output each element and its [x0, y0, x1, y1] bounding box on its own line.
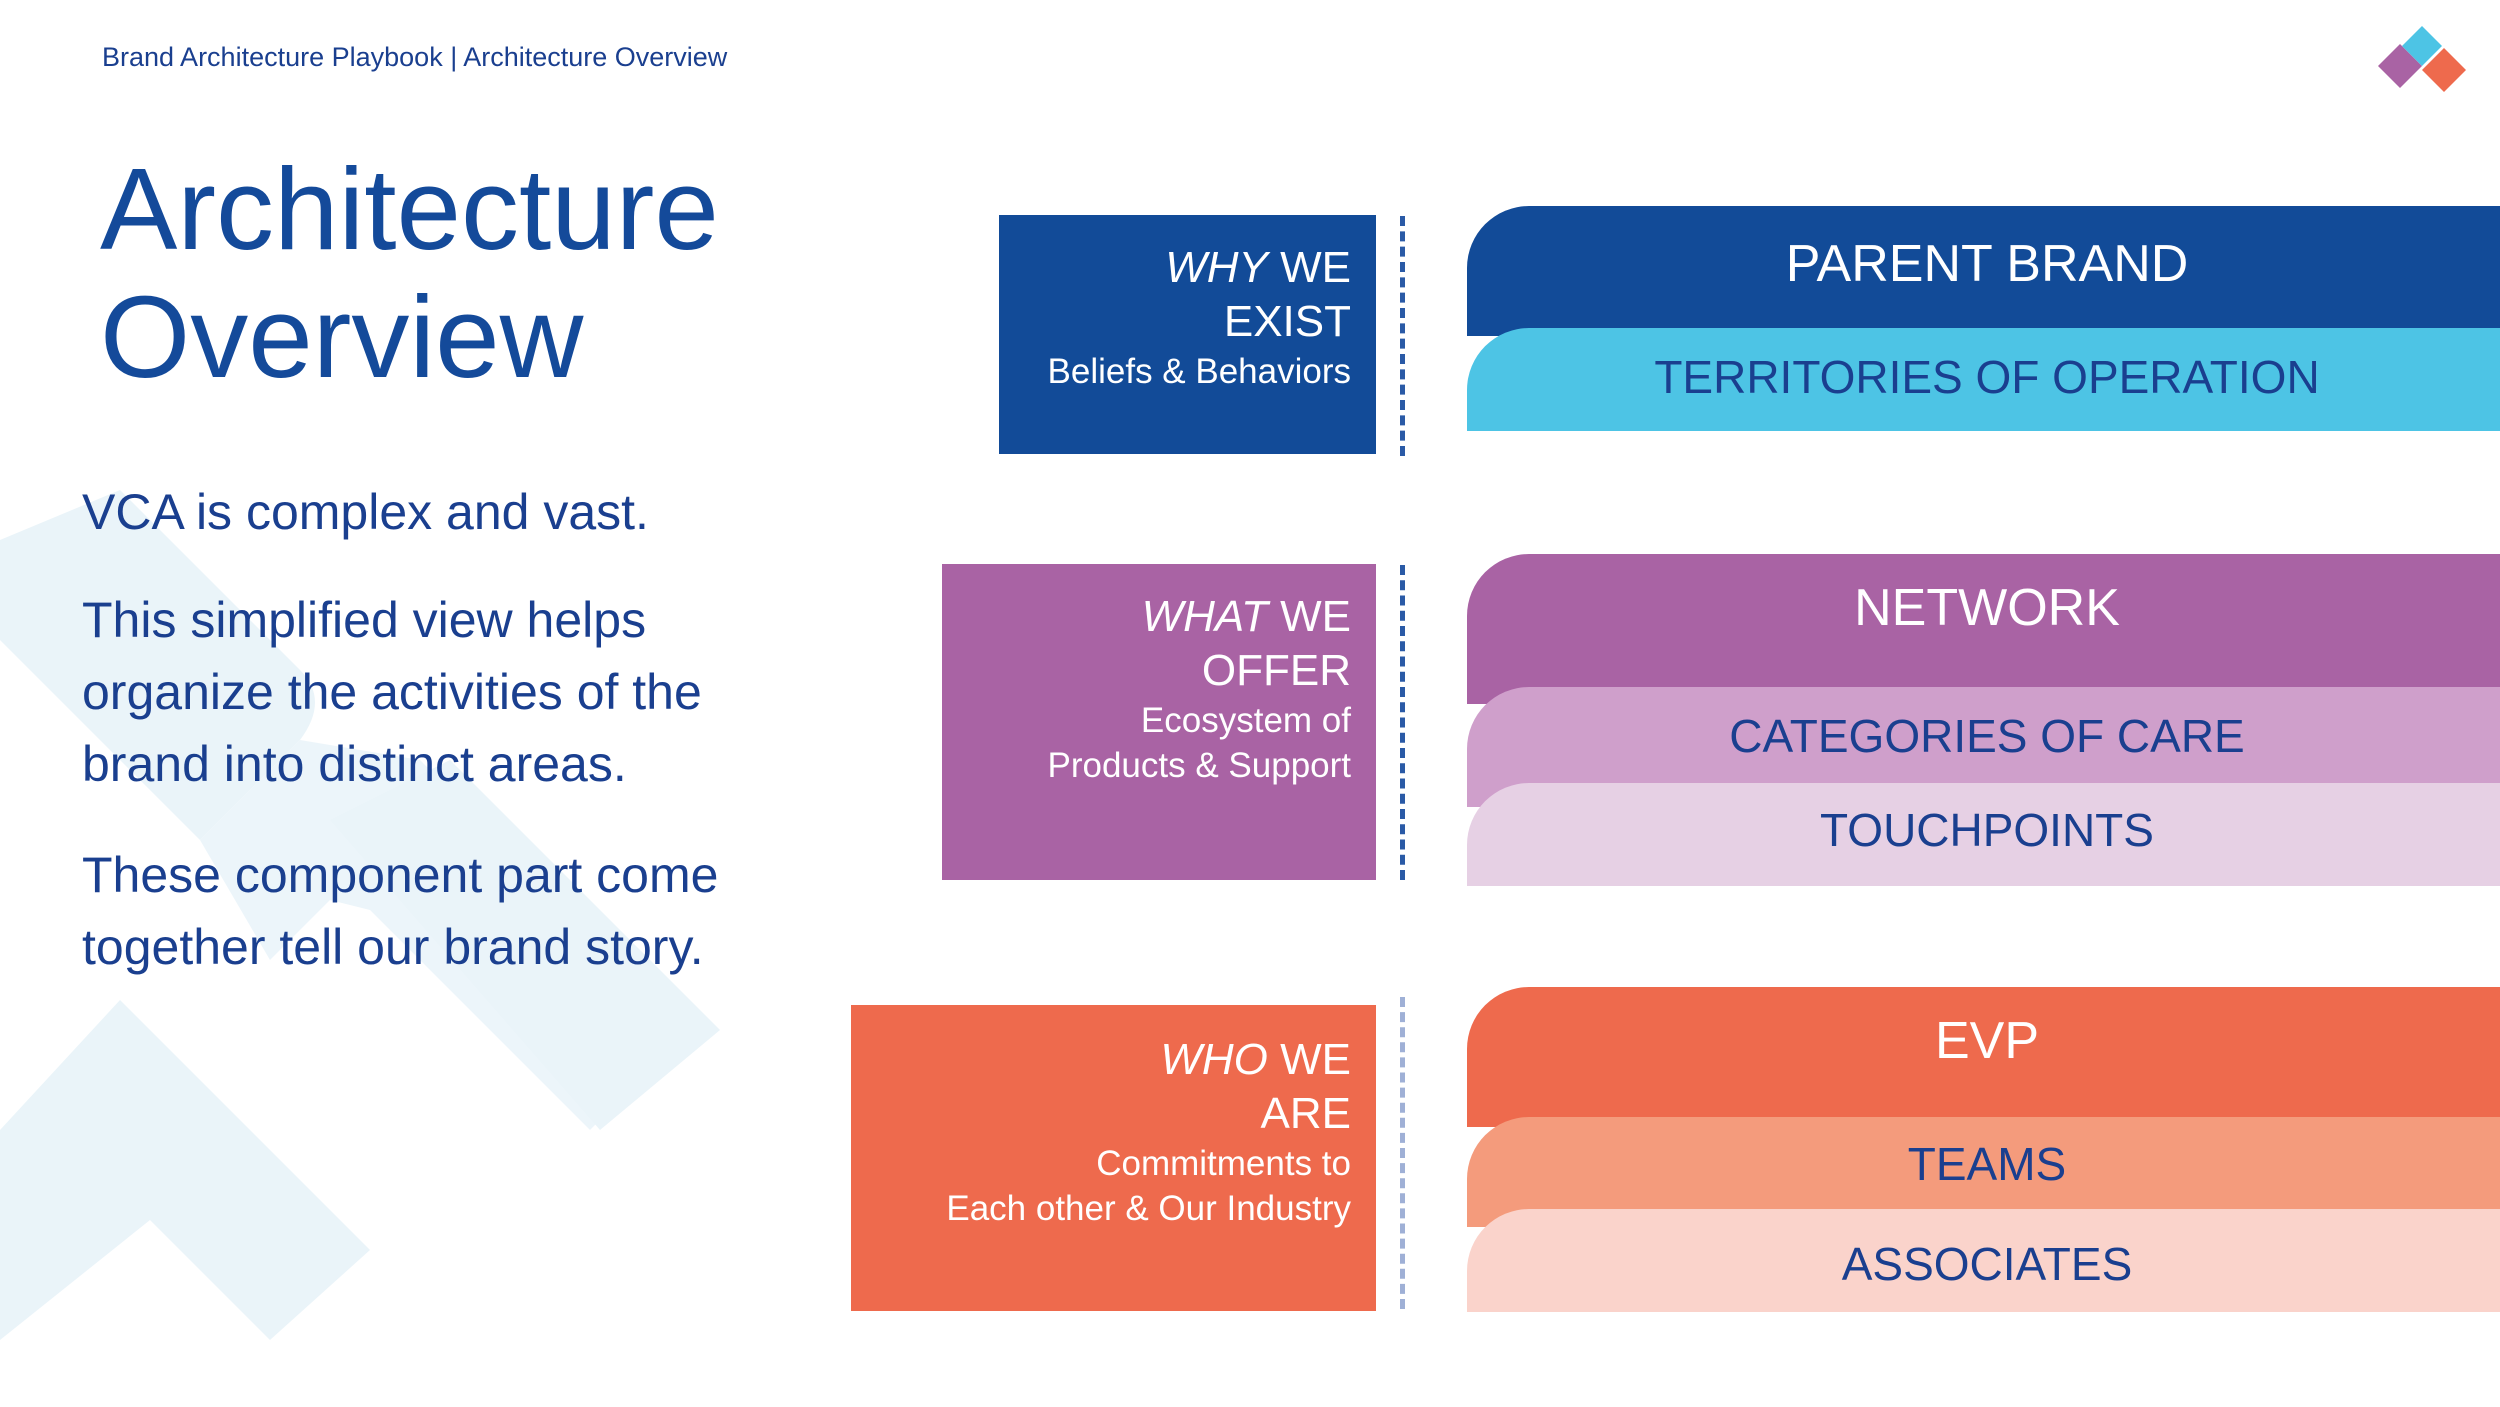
bar-network: NETWORK	[1467, 554, 2500, 704]
why-subtext: Beliefs & Behaviors	[1047, 352, 1351, 391]
what-subtext: Products & Support	[1047, 746, 1352, 785]
page-title-line1: Architecture	[100, 144, 719, 274]
who-subtext: Commitments to	[1096, 1144, 1351, 1183]
what-heading: WHAT WE	[1141, 592, 1351, 641]
body-line: VCA is complex and vast.	[82, 484, 649, 540]
what-heading-line2: OFFER	[1201, 646, 1351, 695]
why-heading: WHY WE	[1165, 243, 1351, 292]
bar-territories: TERRITORIES OF OPERATION	[1467, 328, 2500, 431]
who-we-are-box: WHO WE ARE Commitments to Each other & O…	[851, 1005, 1376, 1311]
body-paragraph-1: VCA is complex and vast.	[82, 476, 649, 548]
bar-parent-brand: PARENT BRAND	[1467, 206, 2500, 336]
section-divider	[1400, 565, 1405, 880]
body-line: This simplified view helps	[82, 592, 647, 648]
bar-touchpoints: TOUCHPOINTS	[1467, 783, 2500, 886]
who-heading-line2: ARE	[1260, 1089, 1351, 1138]
section-divider	[1400, 216, 1405, 456]
body-line: brand into distinct areas.	[82, 736, 627, 792]
bar-teams: TEAMS	[1467, 1117, 2500, 1227]
bar-evp: EVP	[1467, 987, 2500, 1127]
page-title-line2: Overview	[100, 272, 584, 402]
vca-diamond-logo-icon	[2378, 26, 2466, 92]
body-paragraph-3: These component part come together tell …	[82, 839, 718, 983]
who-subtext: Each other & Our Industry	[946, 1189, 1351, 1228]
breadcrumb: Brand Architecture Playbook | Architectu…	[102, 42, 728, 72]
why-we-exist-box: WHY WE EXIST Beliefs & Behaviors	[999, 215, 1376, 454]
body-line: These component part come	[82, 847, 719, 903]
who-heading: WHO WE	[1160, 1035, 1351, 1084]
what-subtext: Ecosystem of	[1140, 701, 1351, 740]
page-title: Architecture Overview	[100, 145, 719, 401]
why-heading-line2: EXIST	[1223, 297, 1351, 346]
bar-associates: ASSOCIATES	[1467, 1209, 2500, 1312]
background-chevron-decoration	[0, 490, 720, 1340]
body-line: together tell our brand story.	[82, 919, 704, 975]
body-line: organize the activities of the	[82, 664, 702, 720]
what-we-offer-box: WHAT WE OFFER Ecosystem of Products & Su…	[942, 564, 1376, 880]
section-divider	[1400, 997, 1405, 1309]
body-paragraph-2: This simplified view helps organize the …	[82, 584, 702, 800]
